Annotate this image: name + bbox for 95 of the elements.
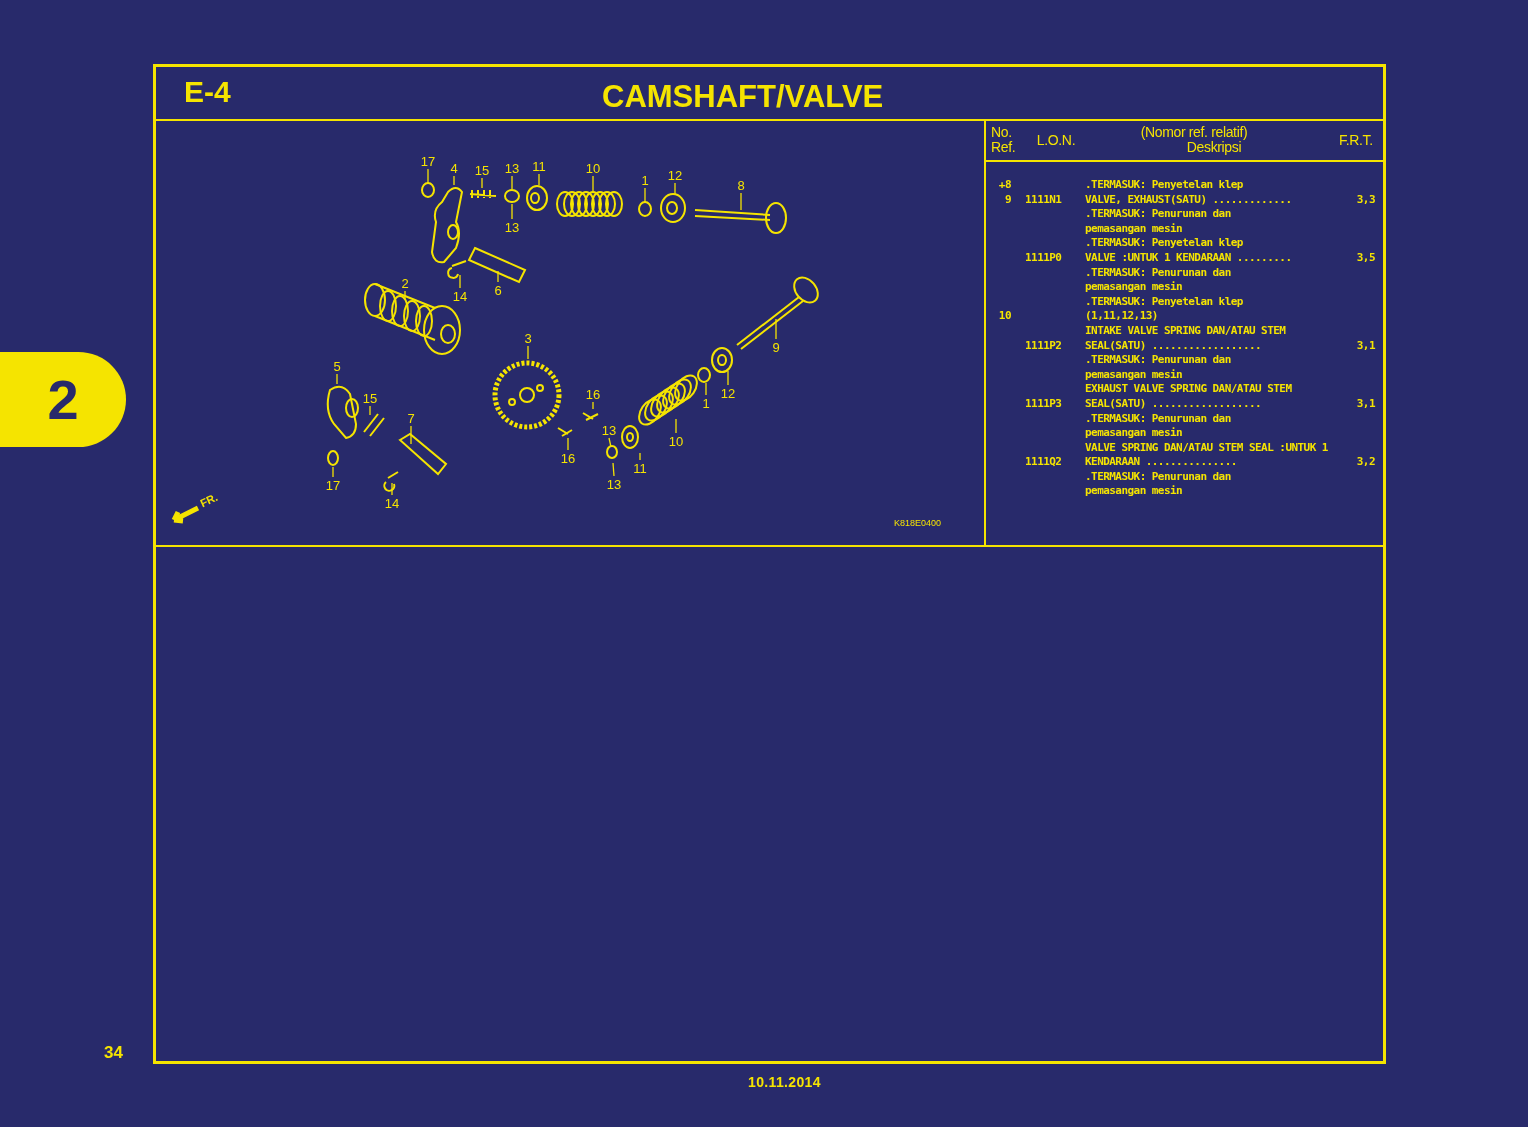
callout-number: 14 (383, 495, 401, 511)
callout-number: 6 (489, 282, 507, 298)
part-description: EXHAUST VALVE SPRING DAN/ATAU STEM SEAL(SATU) .................. (1085, 382, 1293, 412)
leader-line (511, 175, 513, 190)
leader-line (674, 182, 676, 196)
part-description: INTAKE VALVE SPRING DAN/ATAU STEM SEAL(SATU) .................. (1085, 323, 1287, 354)
callout-number: 11 (631, 460, 649, 476)
callout-number: 14 (451, 288, 469, 304)
column-header: L.O.N. (1035, 132, 1077, 148)
leader-line (369, 405, 371, 416)
leader-line (497, 270, 499, 283)
leader-line (592, 175, 594, 194)
callout-number: 9 (767, 339, 785, 355)
leader-line (592, 401, 594, 410)
part-note: .TERMASUK: Penurunan dan pemasangan mesin (1085, 353, 1232, 383)
repair-time: 3,3 (1356, 192, 1375, 208)
callout-number: 15 (473, 162, 491, 178)
callout-number: 13 (503, 219, 521, 235)
part-number: 1111P2 (1025, 338, 1062, 352)
leader-line (775, 318, 777, 340)
callout-number: 10 (584, 160, 602, 176)
callout-number: 17 (419, 153, 437, 169)
column-header: Deskripsi (1186, 140, 1242, 155)
leader-line (612, 462, 615, 477)
ref-number: +8 (998, 178, 1011, 191)
ref-number: 10 (998, 309, 1011, 323)
leader-line (705, 382, 707, 396)
repair-time: 3,1 (1356, 396, 1375, 412)
leader-line (459, 274, 461, 289)
leader-line (481, 177, 483, 189)
callout-number: 2 (396, 275, 414, 291)
date-text: 10.11.2014 (748, 1073, 821, 1092)
repair-time: 3,1 (1356, 338, 1375, 354)
part-description: VALVE, EXHAUST(SATU) ............. (1085, 192, 1292, 208)
diagram-title: CAMSHAFT/VALVE (602, 81, 884, 112)
callout-number: 17 (324, 477, 342, 493)
callout-number: 4 (445, 160, 463, 176)
callout-number: 16 (584, 386, 602, 402)
callout-number: 12 (666, 167, 684, 183)
part-note: .TERMASUK: Penurunan dan pemasangan mesin (1085, 265, 1232, 295)
part-description: VALVE SPRING DAN/ATAU STEM SEAL :UNTUK 1 KENDARAAN ............... (1085, 440, 1329, 470)
callout-number: 15 (361, 390, 379, 406)
page-number: 34 (104, 1042, 123, 1064)
leader-line (740, 192, 742, 211)
leader-line (608, 437, 612, 448)
part-number: 1111P3 (1025, 396, 1062, 410)
part-note: (1,11,12,13) (1085, 309, 1158, 324)
leader-line (336, 373, 338, 385)
part-number: 1111Q2 (1025, 455, 1062, 469)
leader-line (644, 187, 646, 203)
callout-number: 16 (559, 450, 577, 466)
leader-line (675, 418, 677, 434)
callout-number: 10 (667, 433, 685, 449)
repair-time: 3,5 (1356, 250, 1375, 266)
ref-number: 9 (1004, 192, 1011, 206)
leader-line (527, 345, 529, 360)
callout-number: 13 (605, 476, 623, 492)
part-number: 1111P0 (1025, 250, 1062, 264)
callout-number: 13 (503, 160, 521, 176)
callout-number: 1 (697, 395, 715, 411)
column-header: (Nomor ref. relatif) (1140, 125, 1248, 140)
callout-number: 13 (600, 422, 618, 438)
part-note: .TERMASUK: Penurunan dan pemasangan mesin (1085, 469, 1232, 500)
leader-line (453, 175, 455, 186)
leader-line (727, 370, 729, 386)
callout-number: 3 (519, 330, 537, 346)
leader-line (391, 482, 393, 496)
callout-number: 7 (402, 410, 420, 426)
callout-number: 11 (530, 158, 548, 174)
callout-number: 5 (328, 358, 346, 374)
section-number: 2 (47, 371, 79, 428)
callout-number: 1 (636, 172, 654, 188)
part-note: .TERMASUK: Penyetelan klep (1085, 294, 1243, 310)
callout-number: 8 (732, 177, 750, 193)
part-note: .TERMASUK: Penyetelan klep (1085, 178, 1243, 193)
leader-line (410, 425, 412, 445)
part-number: 1111N1 (1025, 192, 1062, 206)
leader-line (511, 203, 513, 220)
part-note: .TERMASUK: Penurunan dan pemasangan mesin (1085, 411, 1232, 441)
column-header: F.R.T. (1339, 132, 1374, 148)
drawing-code: K818E0400 (894, 517, 942, 530)
leader-line (332, 466, 334, 478)
leader-line (427, 168, 429, 184)
leader-line (538, 173, 540, 186)
front-direction-label: FR. (197, 489, 221, 512)
repair-time: 3,2 (1356, 455, 1375, 470)
leader-line (404, 290, 406, 300)
callout-number: 12 (719, 385, 737, 401)
column-header: No. Ref. (990, 125, 1017, 155)
leader-line (639, 452, 641, 461)
section-code: E-4 (184, 77, 231, 107)
part-note: .TERMASUK: Penyetelan klep (1085, 236, 1243, 251)
leader-line (567, 437, 569, 451)
part-note: .TERMASUK: Penurunan dan pemasangan mesin (1085, 207, 1232, 237)
part-description: VALVE :UNTUK 1 KENDARAAN ......... (1085, 250, 1292, 266)
